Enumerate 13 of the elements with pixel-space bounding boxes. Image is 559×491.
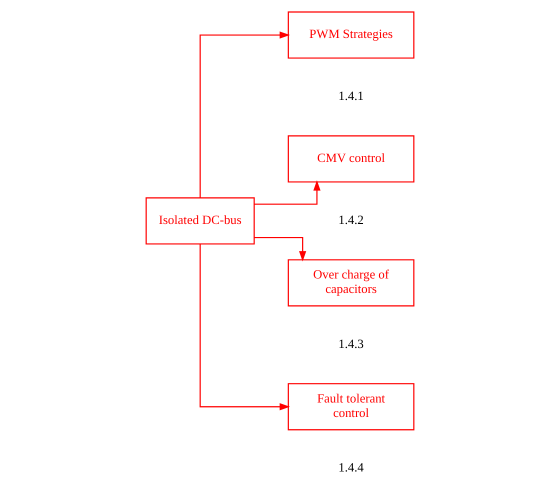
node-label: 1.4.4 xyxy=(338,460,364,475)
node-box: Over charge of capacitors xyxy=(287,259,414,306)
node-label: 1.4.1 xyxy=(338,89,364,103)
node-label: 1.4.3 xyxy=(338,336,364,351)
arrow xyxy=(199,244,290,410)
arrow xyxy=(254,180,320,205)
node-label: 1.4.2 xyxy=(338,212,364,227)
arrow xyxy=(254,236,306,262)
node-box: Fault tolerant control xyxy=(287,383,414,430)
arrow xyxy=(199,31,290,198)
node-box: PWM Strategies xyxy=(287,11,414,59)
node-box: Isolated DC-bus xyxy=(145,197,254,244)
node-box: CMV control xyxy=(287,135,414,183)
